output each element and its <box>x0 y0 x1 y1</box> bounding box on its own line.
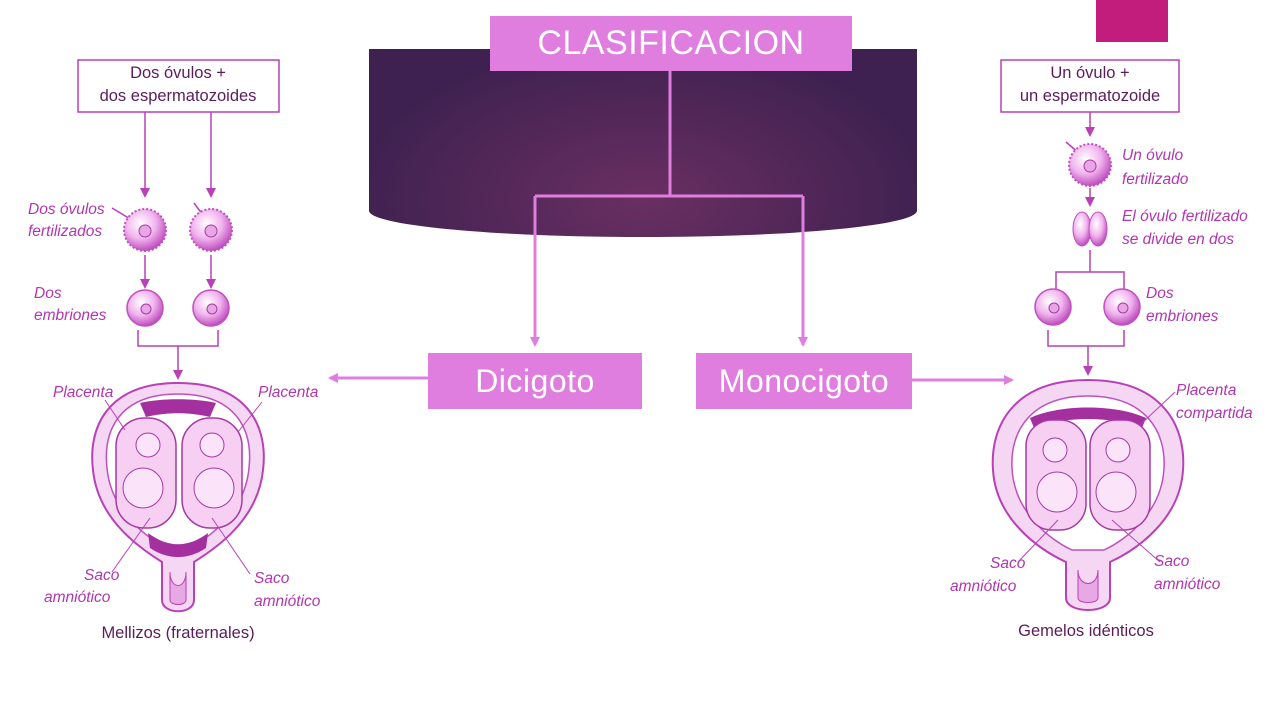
monocigoto-box: Monocigoto <box>696 353 912 409</box>
right-dividing-cell-left <box>1072 211 1092 247</box>
left-caption: Mellizos (fraternales) <box>101 624 254 642</box>
title-text: CLASIFICACION <box>537 24 805 62</box>
left-label-embryos-2: embriones <box>34 307 107 324</box>
left-top-box-line2: dos espermatozoides <box>100 87 257 105</box>
right-label-placenta-2: compartida <box>1176 405 1253 422</box>
right-label-sac-right-2: amniótico <box>1154 576 1221 593</box>
right-diagram: Un óvulo + un espermatozoide Un óvulo fe… <box>950 59 1253 640</box>
title-connectors <box>328 71 1014 385</box>
left-label-sac-right-1: Saco <box>254 570 290 587</box>
right-label-placenta-1: Placenta <box>1176 382 1237 399</box>
right-top-box <box>1000 59 1180 113</box>
right-label-sac-left-2: amniótico <box>950 578 1017 595</box>
left-uterus <box>91 381 265 613</box>
purple-banner <box>369 49 917 237</box>
left-diagram: Dos óvulos + dos espermatozoides Dos óvu… <box>28 59 321 642</box>
monocigoto-label: Monocigoto <box>718 362 890 399</box>
left-label-sac-left-1: Saco <box>84 567 120 584</box>
right-label-embryos-1: Dos <box>1146 285 1174 302</box>
right-top-box-line1: Un óvulo + <box>1050 64 1129 82</box>
left-label-sac-left-2: amniótico <box>44 589 111 606</box>
right-caption: Gemelos idénticos <box>1018 622 1154 640</box>
dicigoto-label: Dicigoto <box>475 362 595 399</box>
right-dividing-cell-right <box>1088 211 1108 247</box>
right-label-embryos-2: embriones <box>1146 308 1219 325</box>
left-label-fertilized-1: Dos óvulos <box>28 201 105 218</box>
right-label-sac-left-1: Saco <box>990 555 1026 572</box>
dicigoto-box: Dicigoto <box>428 353 642 409</box>
left-label-placenta-right: Placenta <box>258 384 319 401</box>
right-top-box-line2: un espermatozoide <box>1020 87 1160 105</box>
right-label-sac-right-1: Saco <box>1154 553 1190 570</box>
left-label-placenta-left: Placenta <box>53 384 114 401</box>
right-label-fertilized-2: fertilizado <box>1122 171 1189 188</box>
accent-square <box>1096 0 1168 42</box>
left-label-fertilized-2: fertilizados <box>28 223 102 240</box>
title-box: CLASIFICACION <box>490 16 852 71</box>
left-label-sac-right-2: amniótico <box>254 593 321 610</box>
right-label-fertilized-1: Un óvulo <box>1122 147 1184 164</box>
right-label-divides-1: El óvulo fertilizado <box>1122 208 1248 225</box>
right-uterus <box>991 378 1185 611</box>
left-top-box-line1: Dos óvulos + <box>130 64 226 82</box>
left-top-box <box>77 59 280 113</box>
right-label-divides-2: se divide en dos <box>1122 231 1234 248</box>
left-label-embryos-1: Dos <box>34 285 62 302</box>
